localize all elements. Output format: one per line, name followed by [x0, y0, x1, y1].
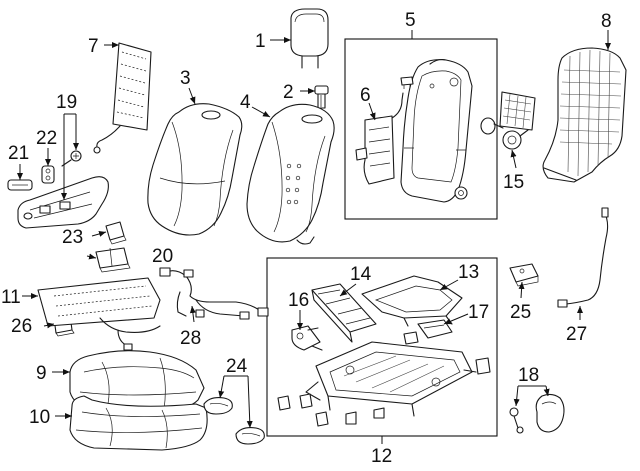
headrest-part	[290, 8, 329, 69]
callout-24: 24	[226, 356, 248, 377]
side-shield-part	[17, 176, 109, 229]
callout-1: 1	[255, 31, 266, 52]
occupant-sensor-mat-part	[37, 277, 161, 351]
callout-23: 23	[62, 227, 83, 248]
seatback-frame-group-box	[344, 38, 498, 220]
seat-pan-part	[361, 275, 463, 327]
module-part	[105, 221, 127, 245]
seatback-board-part	[542, 47, 627, 183]
seatback-pad-part	[246, 103, 335, 245]
callout-9: 9	[36, 363, 47, 384]
seatback-frame-part	[400, 58, 473, 203]
seatback-cover-part	[147, 103, 243, 236]
callout-25: 25	[510, 302, 531, 323]
callout-18: 18	[518, 365, 539, 386]
callout-4: 4	[240, 92, 251, 113]
callout-7: 7	[88, 36, 99, 57]
lumbar-support-part	[355, 92, 404, 185]
callout-16: 16	[288, 290, 309, 311]
callout-21: 21	[8, 143, 29, 164]
callout-13: 13	[458, 262, 479, 283]
wire-harness-part	[159, 267, 269, 320]
callout-20: 20	[152, 246, 173, 267]
callout-28: 28	[180, 328, 201, 349]
pad-part	[235, 427, 265, 445]
seat-cushion-cover-part	[69, 350, 205, 413]
control-module-part	[95, 247, 131, 273]
callout-3: 3	[180, 68, 191, 89]
seat-cushion-pad-part	[69, 395, 208, 451]
leader-lines	[17, 30, 611, 444]
callout-6: 6	[360, 85, 371, 106]
adjuster-part	[291, 325, 323, 351]
callout-19: 19	[56, 92, 77, 113]
seatback-panel-part	[93, 42, 152, 154]
callout-17: 17	[468, 302, 489, 323]
callout-11: 11	[1, 287, 21, 308]
side-cover-part	[535, 393, 565, 433]
seat-bracket-part	[417, 319, 453, 339]
screw-part	[61, 150, 82, 167]
callout-22: 22	[36, 128, 57, 149]
callout-14: 14	[350, 264, 372, 285]
release-cable-part	[557, 207, 609, 308]
callout-12: 12	[371, 446, 392, 467]
callout-8: 8	[601, 11, 612, 32]
screw-part	[509, 407, 524, 434]
callout-5: 5	[405, 10, 416, 31]
callout-2: 2	[283, 82, 294, 103]
bracket-part	[509, 263, 539, 287]
recliner-mechanism-part	[480, 91, 536, 150]
callout-10: 10	[29, 407, 50, 428]
callout-27: 27	[566, 324, 587, 345]
callout-labels: 1 2 3 4 5 6 7 8 9 10 11 12 13 14 15 16 1…	[1, 10, 612, 467]
headrest-guide-part	[314, 85, 329, 109]
pad-part	[203, 397, 233, 415]
seat-rail-part	[311, 283, 377, 343]
clip-part	[400, 76, 414, 89]
callout-26: 26	[11, 316, 32, 337]
callout-15: 15	[503, 172, 524, 193]
seat-cushion-frame-part	[277, 331, 491, 427]
knob-part	[41, 165, 55, 184]
switch-part	[7, 179, 33, 191]
